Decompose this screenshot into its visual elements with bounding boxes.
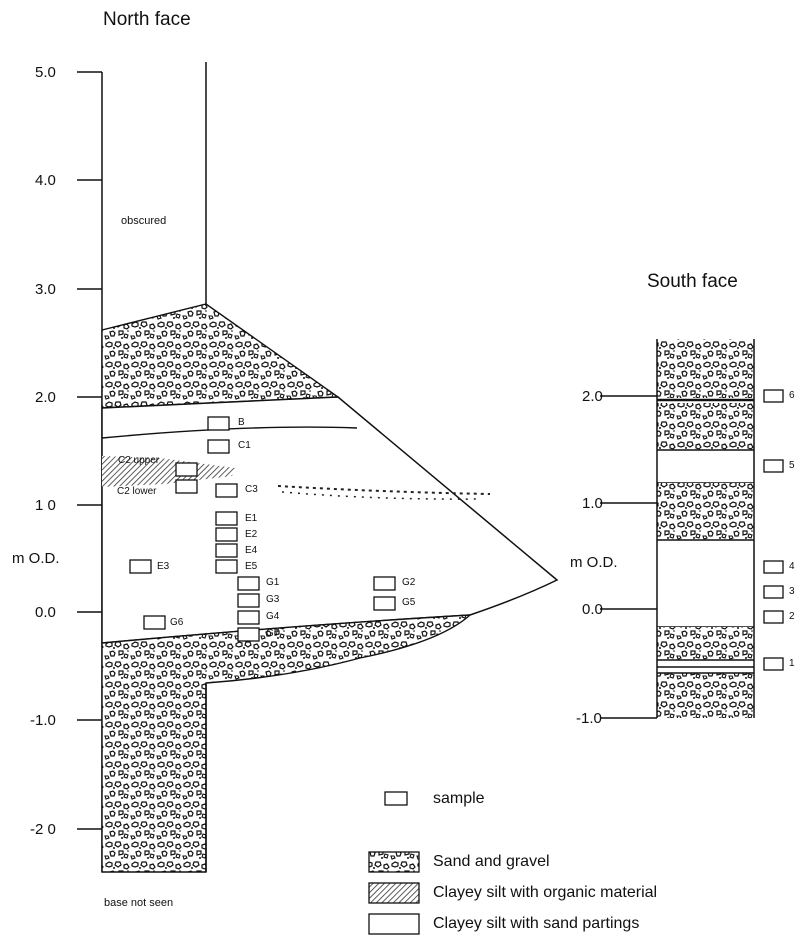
south-tick-label: 0.0 [582,601,603,618]
sample-label: E5 [245,561,258,572]
sample-label: G5 [402,597,416,608]
sample-label: C3 [245,484,258,495]
sample-box-E5 [215,559,238,574]
sample-box-G1 [237,576,260,591]
sample-label: G3 [266,594,280,605]
north-tick-label: 4.0 [35,172,56,189]
sample-label: B [238,417,245,428]
legend-sample-label: sample [433,790,485,807]
south-tick-label: 1.0 [582,495,603,512]
sample-label: E1 [245,513,258,524]
legend-silt-label: Clayey silt with sand partings [433,915,640,932]
sample-box-2 [763,610,784,624]
south-gravel-layer [657,627,754,660]
sample-label: C2 lower [117,486,157,497]
sample-box-3 [763,585,784,599]
legend-gravel-swatch [368,851,420,873]
sample-box-G3 [237,593,260,608]
sample-box-1 [763,657,784,671]
legend-organic-swatch [368,882,420,904]
gravel-stringer [281,491,479,500]
sample-box-E3 [129,559,152,574]
upper-gravel-layer [101,303,341,409]
sample-label: 6 [789,390,795,401]
south-tick-label: 2.0 [582,388,603,405]
legend-sample-swatch [384,791,408,806]
sample-label: 2 [789,611,795,622]
sample-box-C3 [215,483,238,498]
sample-label: G2 [402,577,416,588]
sample-label: 3 [789,586,795,597]
lower-gravel-layer [101,614,472,873]
sample-box-G7 [237,627,260,642]
sample-box-C2-lower [175,479,198,494]
sample-box-G4 [237,610,260,625]
north-tick-label: 0.0 [35,604,56,621]
south-gravel-layer [657,483,754,540]
organic-lens [102,456,235,487]
south-gravel-layer [657,673,754,718]
sample-box-C2-upper [175,462,198,477]
sample-label: G4 [266,611,280,622]
sample-box-5 [763,459,784,473]
north-tick-label: -1.0 [30,712,56,729]
sample-box-E4 [215,543,238,558]
sample-box-B [207,416,230,431]
north-axis-label: m O.D. [12,550,60,567]
north-face-title: North face [103,9,191,30]
sample-box-C1 [207,439,230,454]
sample-label: 5 [789,460,795,471]
base-not-seen-label: base not seen [104,897,174,909]
obscured-label: obscured [121,215,167,227]
legend-swatches [368,791,420,935]
sample-label: G7 [266,628,280,639]
sample-label: E2 [245,529,258,540]
legend-silt-swatch [368,913,420,935]
sample-label: C1 [238,440,251,451]
sample-label: G6 [170,617,184,628]
south-face-section [600,339,784,719]
legend-gravel-label: Sand and gravel [433,853,550,870]
sample-label: G1 [266,577,280,588]
north-tick-label: 2.0 [35,389,56,406]
south-tick-label: -1.0 [576,710,602,727]
north-tick-label: -2 0 [30,821,56,838]
north-face-section [77,62,559,873]
sample-label: C2 upper [118,455,160,466]
north-tick-label: 3.0 [35,281,56,298]
legend-organic-label: Clayey silt with organic material [433,884,658,901]
north-tick-label: 5.0 [35,64,56,81]
sample-label: 1 [789,658,795,669]
sample-box-E2 [215,527,238,542]
sample-label: 4 [789,561,795,572]
south-gravel-layer [657,403,754,450]
sample-box-4 [763,560,784,574]
south-gravel-layer [657,339,754,398]
sample-label: E3 [157,561,170,572]
sample-label: E4 [245,545,258,556]
sample-box-G5 [373,596,396,611]
south-face-title: South face [647,271,738,292]
north-tick-label: 1 0 [35,497,56,514]
silt-body [101,396,559,644]
sample-box-E1 [215,511,238,526]
sample-box-6 [763,389,784,403]
silt-boundary-line [101,426,358,439]
sample-box-G6 [143,615,166,630]
south-axis-label: m O.D. [570,554,618,571]
sample-box-G2 [373,576,396,591]
